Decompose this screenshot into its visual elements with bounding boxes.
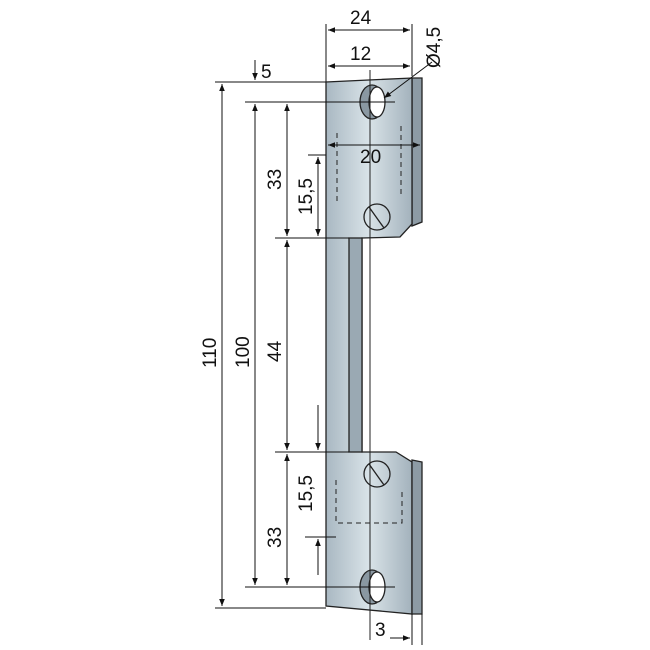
dim-inner-width-20: 20 (360, 147, 381, 168)
plate-stem-groove (348, 237, 363, 453)
dim-upper-screw-15-5: 15,5 (296, 178, 317, 215)
dim-gap-44: 44 (265, 340, 286, 362)
dim-lower-screw-15-5: 15,5 (296, 475, 317, 512)
dim-hole-spacing-100: 100 (233, 336, 254, 368)
plate-side-face-lower (411, 459, 423, 615)
dim-hole-diameter: Ø4,5 (424, 27, 445, 68)
dim-upper-section-33: 33 (265, 169, 286, 190)
dim-hole-offset-12: 12 (350, 44, 371, 65)
dim-total-height-110: 110 (200, 338, 221, 368)
dim-lower-section-33: 33 (265, 527, 286, 548)
upper-screw-icon (363, 203, 391, 231)
dimension-lines (215, 24, 433, 645)
dim-top-margin-5: 5 (261, 62, 272, 83)
plate-side-face (411, 77, 423, 227)
dim-width-24: 24 (350, 8, 372, 29)
dim-thickness-3: 3 (375, 620, 386, 641)
strike-plate (325, 70, 423, 640)
lower-screw-icon (363, 460, 391, 488)
